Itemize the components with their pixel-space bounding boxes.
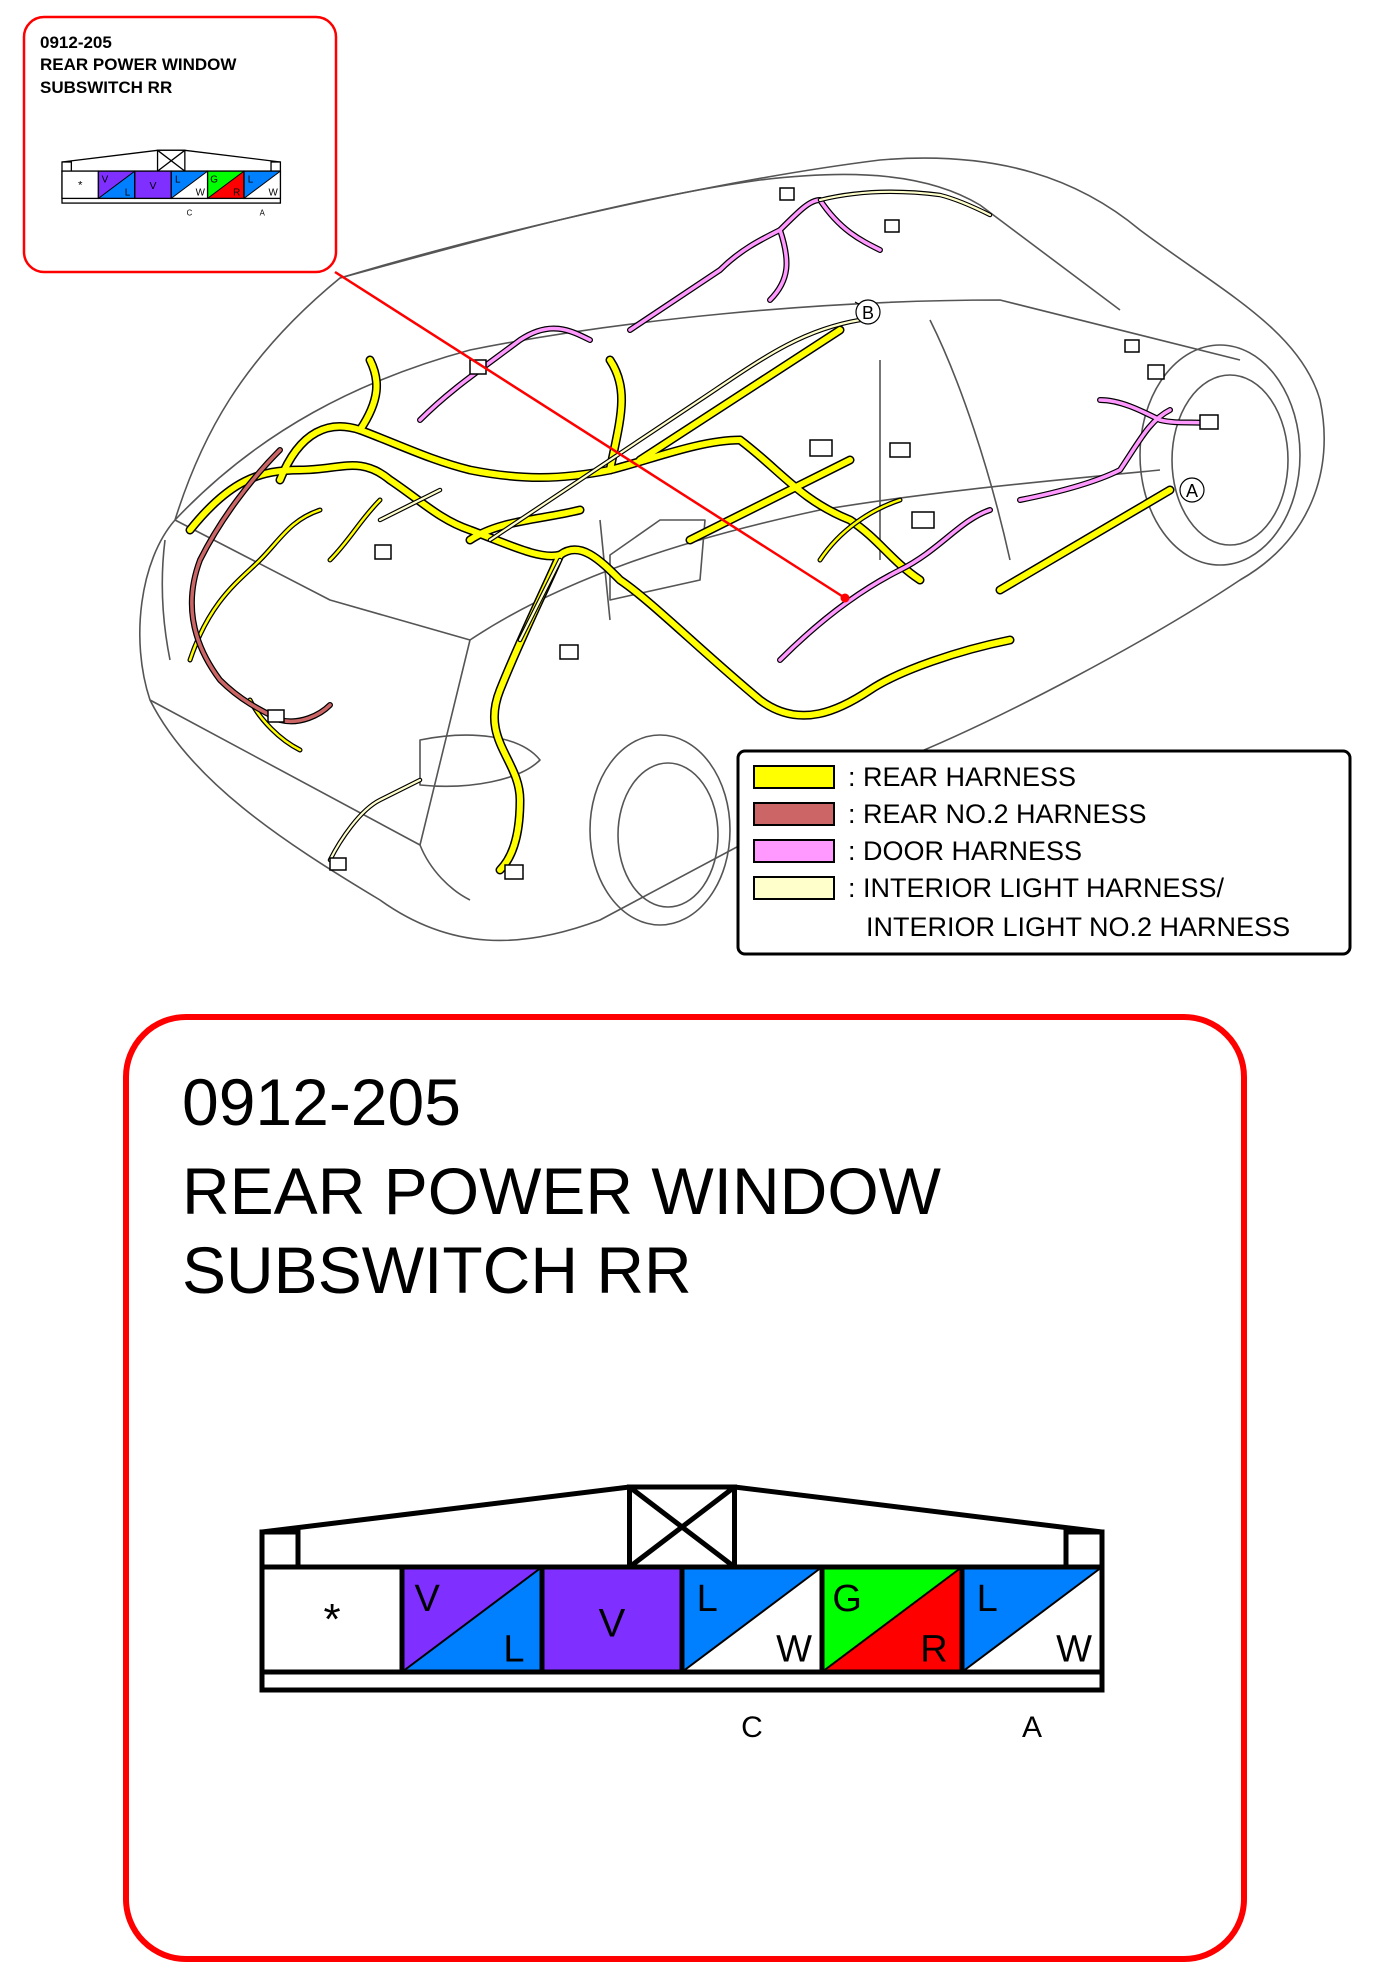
pin-wire-color-primary: L [175, 175, 181, 186]
detail-callout: 0912-205 REAR POWER WINDOW SUBSWITCH RR … [123, 1014, 1247, 1962]
callout-b-label: B [862, 303, 874, 323]
legend-label: : DOOR HARNESS [848, 836, 1082, 866]
connector-lock-cross [627, 1485, 737, 1569]
legend-continuation: INTERIOR LIGHT NO.2 HARNESS [866, 912, 1290, 942]
pin-wire-color-primary: G [210, 175, 218, 186]
legend-swatch [753, 765, 835, 789]
inset-title-line1: REAR POWER WINDOW [40, 55, 237, 74]
connector-tab-right [1063, 1529, 1105, 1570]
pin-6: LW [243, 170, 282, 200]
connector-marker: A [1022, 1711, 1042, 1744]
car-outline [139, 157, 1325, 942]
connector-tab-right [270, 161, 282, 172]
pin-wire-color-primary: G [832, 1578, 862, 1620]
pin-wire-color-stripe: W [776, 1629, 812, 1671]
inset-title-line2: SUBSWITCH RR [40, 78, 172, 97]
legend-label: : REAR HARNESS [848, 762, 1076, 792]
connector-marker: A [260, 208, 266, 217]
pin-wire-color-stripe: L [125, 188, 131, 199]
connector-lock-cross [157, 149, 186, 172]
rear-harness [185, 325, 1175, 875]
rear-no2-harness [188, 447, 333, 725]
pin-3: V [539, 1564, 685, 1675]
pin-wire-color-primary: L [248, 175, 254, 186]
pin-wire-color-primary: L [977, 1578, 998, 1620]
pin-wire-color-stripe: R [920, 1629, 947, 1671]
pin-wire-color: V [599, 1601, 626, 1645]
callout-a-label: A [1186, 481, 1198, 501]
pin-wire-color-primary: V [415, 1578, 441, 1620]
detail-code: 0912-205 [182, 1065, 461, 1139]
pin-3: V [134, 170, 172, 200]
pin-wire-color-stripe: W [1056, 1629, 1092, 1671]
harness-connectors [267, 187, 1219, 880]
legend-label: : REAR NO.2 HARNESS [848, 799, 1147, 829]
pin-wire-color-stripe: R [233, 188, 240, 199]
connector-marker: C [187, 208, 193, 217]
leader-line [334, 270, 850, 603]
pin-label: * [323, 1595, 340, 1644]
callout-a: A [1179, 477, 1205, 503]
harness-legend: : REAR HARNESS : REAR NO.2 HARNESS : DOOR … [736, 749, 1352, 956]
pin-wire-color-stripe: W [268, 188, 278, 199]
pin-wire-color-stripe: W [196, 188, 206, 199]
pin-wire-color-stripe: L [503, 1629, 524, 1671]
callout-b: B [854, 299, 881, 325]
connector-marker: C [741, 1711, 763, 1744]
pin-2: VL [399, 1564, 545, 1675]
pin-wire-color-primary: L [697, 1578, 718, 1620]
pin-2: VL [97, 170, 136, 200]
pin-label: * [78, 180, 83, 192]
inset-callout: 0912-205 REAR POWER WINDOW SUBSWITCH RR … [22, 15, 338, 274]
pin-wire-color: V [150, 181, 157, 192]
detail-title-line2: SUBSWITCH RR [182, 1233, 692, 1307]
legend-swatch [753, 802, 835, 826]
legend-swatch [753, 839, 835, 863]
pin-wire-color-primary: V [102, 175, 109, 186]
pin-1: * [259, 1564, 405, 1675]
detail-title-line1: REAR POWER WINDOW [182, 1154, 942, 1228]
pin-4: LW [679, 1564, 825, 1675]
connector-tab-left [259, 1529, 301, 1570]
inset-code: 0912-205 [40, 33, 112, 52]
pin-5: GR [819, 1564, 965, 1675]
legend-swatch [753, 876, 835, 900]
connector-tab-left [61, 161, 73, 172]
interior-light-harness [327, 189, 993, 863]
pin-1: * [61, 170, 100, 200]
pin-5: GR [206, 170, 245, 200]
legend-label: : INTERIOR LIGHT HARNESS/ [848, 873, 1225, 903]
pin-4: LW [170, 170, 209, 200]
pin-6: LW [959, 1564, 1105, 1675]
